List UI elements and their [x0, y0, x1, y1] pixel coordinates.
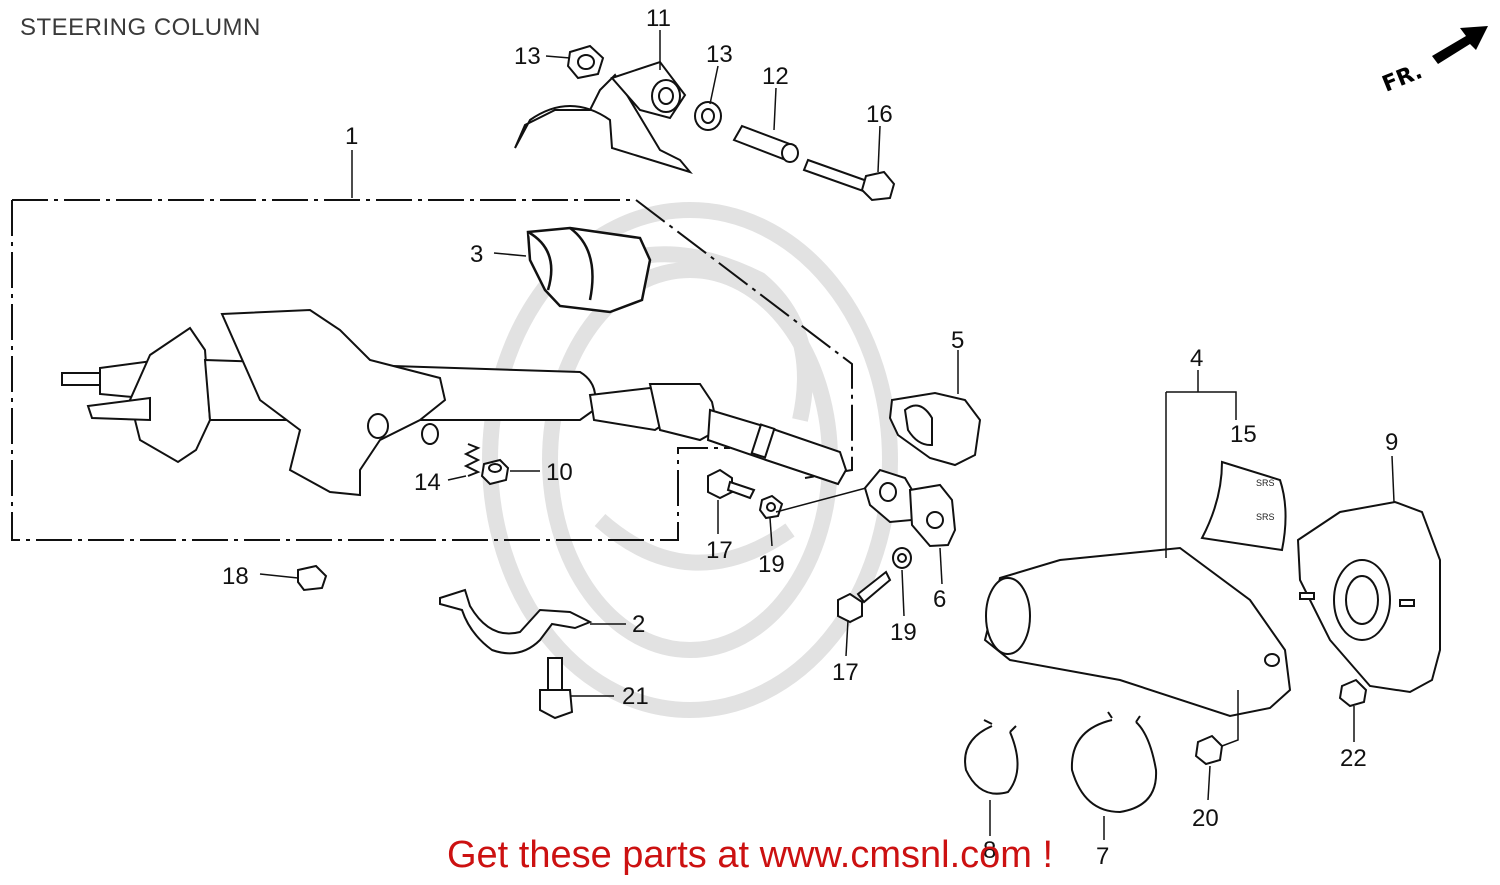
srs-label-15: SRS SRS — [1200, 460, 1287, 552]
callout-17-lower: 17 — [832, 659, 859, 686]
collar-12 — [732, 124, 799, 163]
lower-clamp-2 — [439, 588, 593, 655]
callout-11: 11 — [646, 5, 671, 32]
callout-1: 1 — [345, 123, 358, 150]
callout-5: 5 — [951, 327, 964, 354]
yoke-joint-6 — [863, 468, 957, 548]
srs-text-1: SRS — [1256, 478, 1275, 488]
nut-13-left — [566, 44, 605, 80]
callout-13-right: 13 — [706, 41, 733, 68]
washer-19-lower — [892, 547, 912, 569]
callout-20: 20 — [1192, 805, 1219, 832]
upper-bracket-11 — [514, 60, 693, 174]
spring-14 — [463, 443, 481, 477]
bolt-21 — [539, 657, 574, 720]
callout-2: 2 — [632, 611, 645, 638]
screw-20 — [1194, 734, 1224, 766]
lower-cover-4 — [983, 546, 1292, 718]
leader-lines — [259, 30, 1395, 840]
callout-4: 4 — [1190, 345, 1203, 372]
callout-15: 15 — [1230, 421, 1257, 448]
callout-numbers: 1 2 3 4 5 6 7 8 9 10 11 12 13 13 14 15 1… — [222, 5, 1398, 870]
footer-link[interactable]: Get these parts at www.cmsnl.com ! — [446, 834, 1054, 876]
column-cover-3 — [526, 226, 652, 314]
bolt-17-upper — [707, 468, 756, 500]
callout-3: 3 — [470, 241, 483, 268]
callout-18: 18 — [222, 563, 249, 590]
band-clamp-8 — [964, 719, 1019, 795]
callout-9: 9 — [1385, 429, 1398, 456]
callout-10: 10 — [546, 459, 573, 486]
callout-17-upper: 17 — [706, 537, 733, 564]
callout-14: 14 — [414, 469, 441, 496]
callout-12: 12 — [762, 63, 789, 90]
callout-7: 7 — [1096, 843, 1109, 870]
nut-18 — [297, 564, 328, 592]
washer-13-right — [694, 101, 722, 131]
callout-16: 16 — [866, 101, 893, 128]
callout-21: 21 — [622, 683, 649, 710]
bushing-5 — [888, 391, 982, 467]
callout-19-lower: 19 — [890, 619, 917, 646]
steering-column-1 — [61, 308, 848, 497]
callout-6: 6 — [933, 586, 946, 613]
diagram-title: STEERING COLUMN — [20, 14, 261, 41]
front-direction-arrow-icon: FR. — [1379, 26, 1488, 98]
callout-8: 8 — [983, 837, 996, 864]
callout-13-left: 13 — [514, 43, 541, 70]
cover-plate-9 — [1296, 500, 1441, 694]
callout-19-upper: 19 — [758, 551, 785, 578]
srs-text-2: SRS — [1256, 512, 1275, 522]
bolt-17-lower — [837, 570, 892, 624]
bushing-10 — [480, 458, 510, 486]
washer-19-upper — [758, 494, 784, 520]
callout-22: 22 — [1340, 745, 1367, 772]
front-indicator-label: FR. — [1379, 59, 1426, 97]
bolt-16 — [802, 158, 896, 202]
nut-22 — [1338, 678, 1368, 708]
band-clamp-7 — [1070, 711, 1158, 814]
